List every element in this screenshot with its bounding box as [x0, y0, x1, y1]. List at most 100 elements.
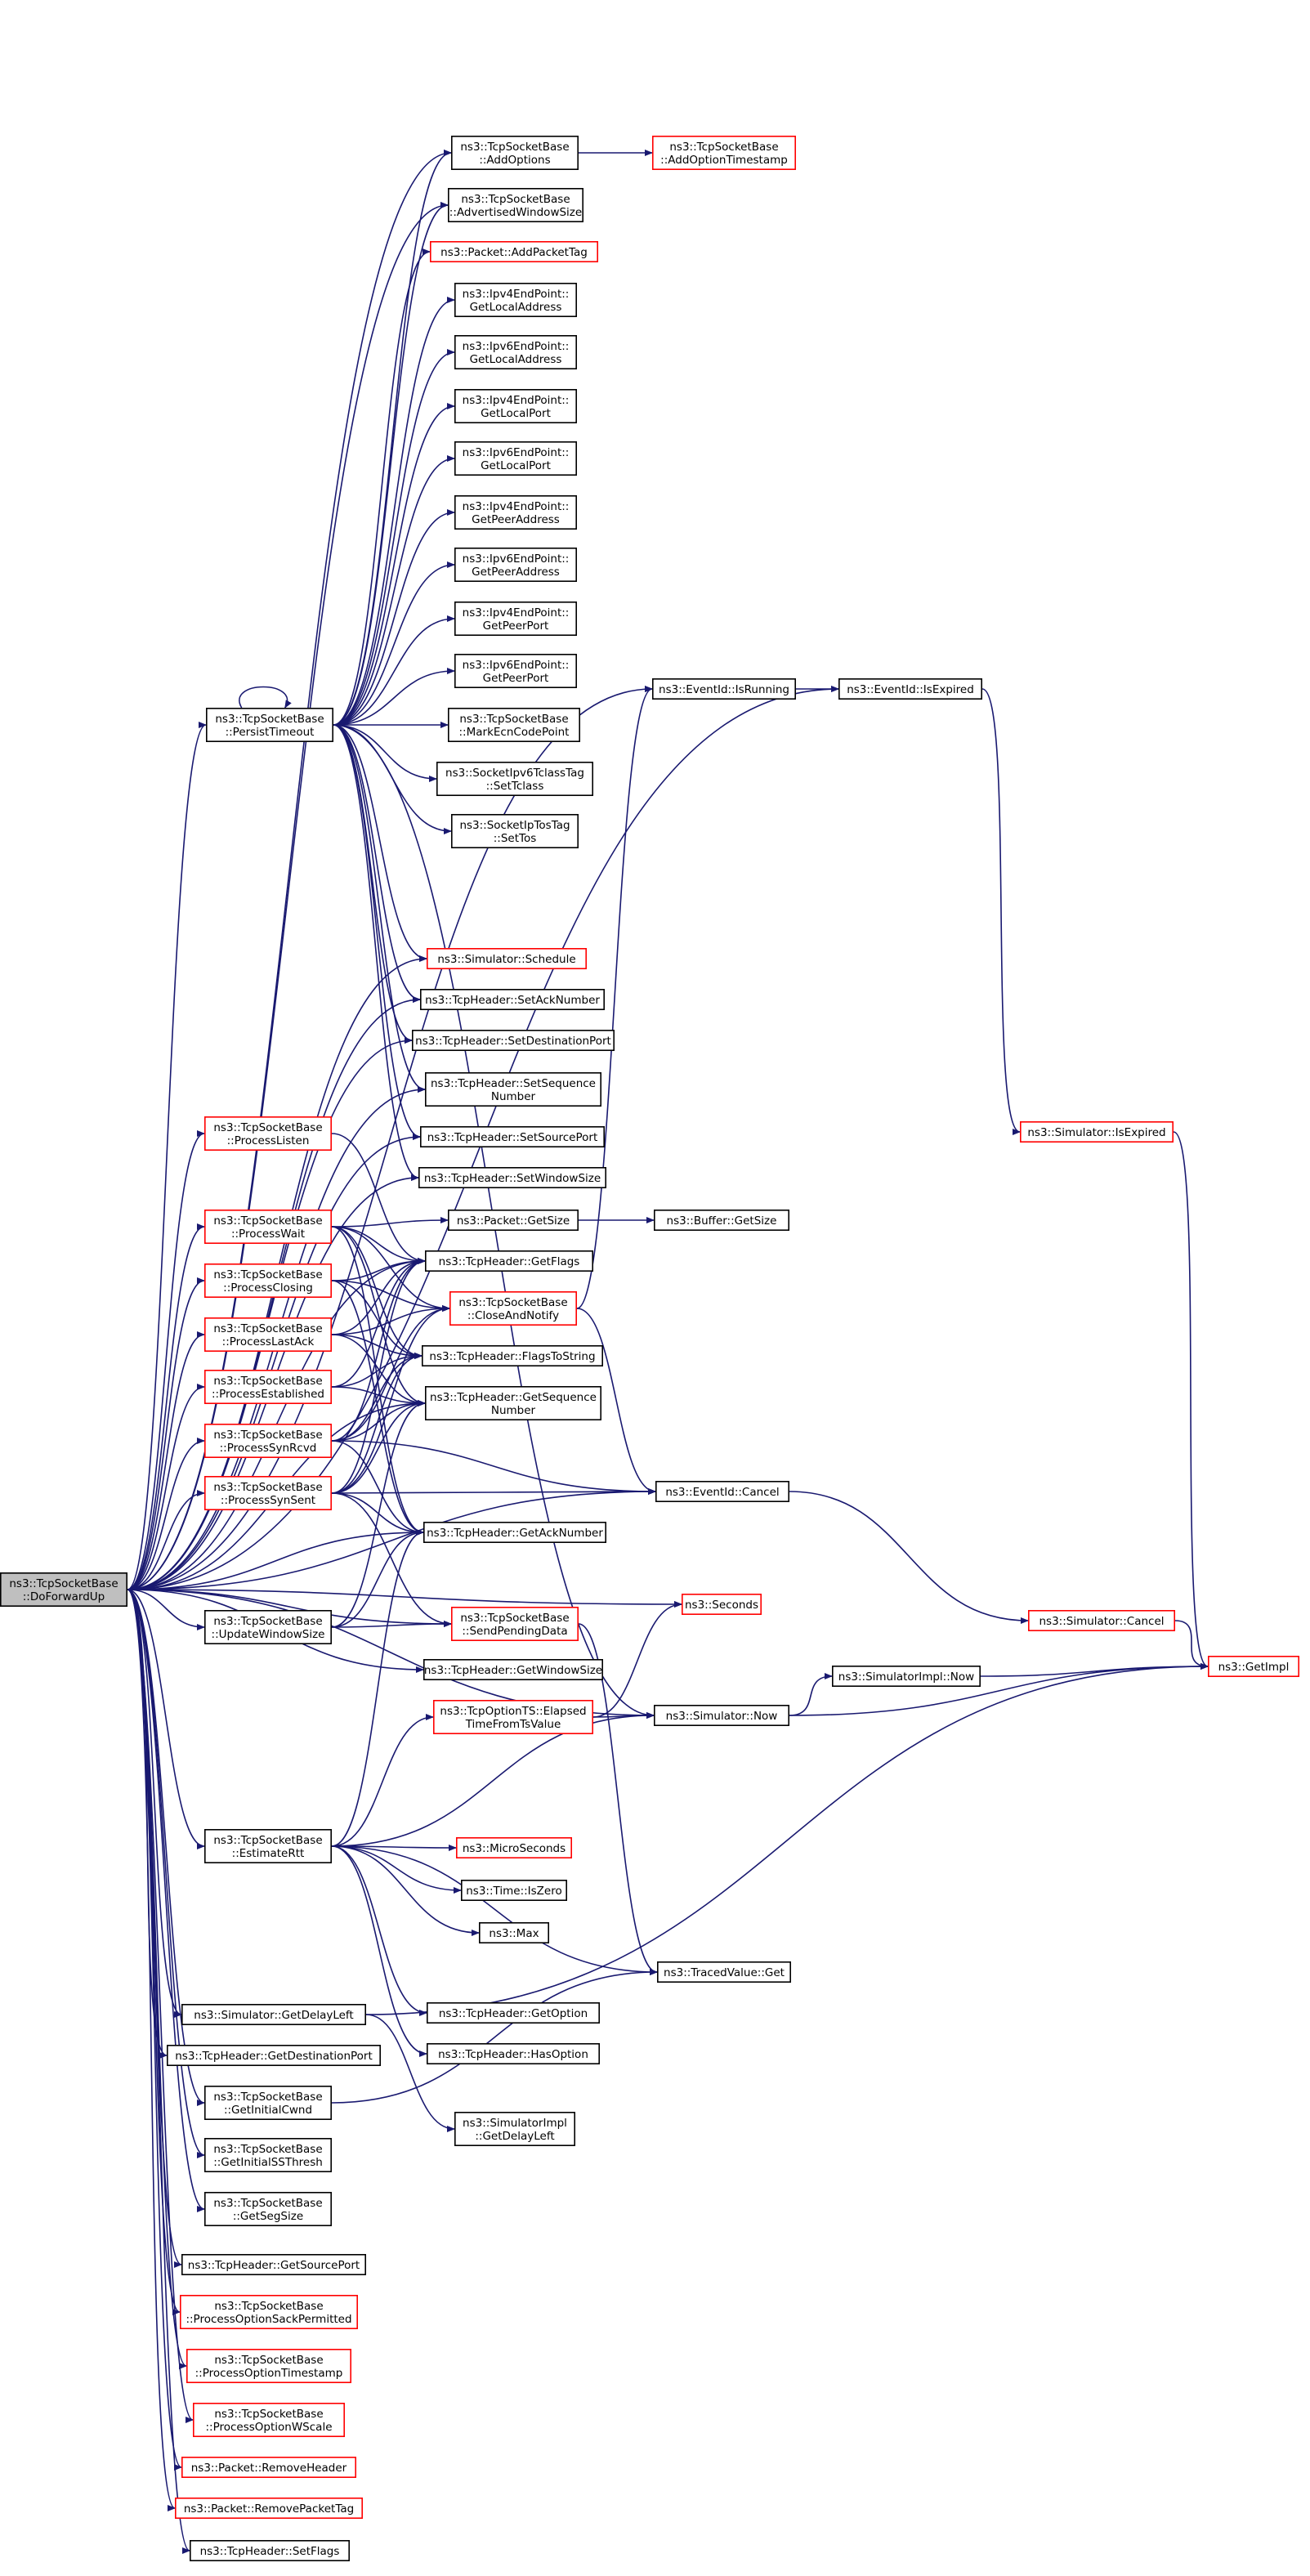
- node-sendPendingData[interactable]: ns3::TcpSocketBase::SendPendingData: [450, 1607, 579, 1642]
- node-processEstablished[interactable]: ns3::TcpSocketBase::ProcessEstablished: [204, 1370, 332, 1405]
- node-getSourcePort[interactable]: ns3::TcpHeader::GetSourcePort: [181, 2254, 366, 2276]
- edge-persistTimeout-to-setTclass: [333, 724, 437, 782]
- node-label-line: ns3::TcpSocketBase: [213, 1834, 322, 1847]
- node-label-line: ns3::TcpSocketBase: [213, 1429, 322, 1442]
- node-processClosing[interactable]: ns3::TcpSocketBase::ProcessClosing: [204, 1263, 332, 1299]
- node-updateWindowSize[interactable]: ns3::TcpSocketBase::UpdateWindowSize: [204, 1610, 332, 1645]
- node-addOptions[interactable]: ns3::TcpSocketBase::AddOptions: [450, 136, 579, 171]
- node-procTimestamp[interactable]: ns3::TcpSocketBase::ProcessOptionTimesta…: [186, 2349, 351, 2384]
- node-procWScale[interactable]: ns3::TcpSocketBase::ProcessOptionWScale: [193, 2403, 345, 2438]
- node-isRunning[interactable]: ns3::EventId::IsRunning: [651, 678, 796, 700]
- node-timeIsZero[interactable]: ns3::Time::IsZero: [460, 1880, 567, 1902]
- node-simIsExpired[interactable]: ns3::Simulator::IsExpired: [1020, 1121, 1174, 1143]
- node-eventCancel[interactable]: ns3::EventId::Cancel: [655, 1481, 789, 1503]
- node-tracedGet[interactable]: ns3::TracedValue::Get: [656, 1961, 791, 1983]
- node-box: [432, 1700, 593, 1735]
- node-max[interactable]: ns3::Max: [478, 1922, 549, 1944]
- node-seconds[interactable]: ns3::Seconds: [681, 1594, 762, 1616]
- node-persistTimeout[interactable]: ns3::TcpSocketBase::PersistTimeout: [206, 707, 333, 742]
- node-root[interactable]: ns3::TcpSocketBase::DoForwardUp: [0, 1572, 127, 1608]
- edge-root-to-estimateRtt: [127, 1589, 205, 1849]
- node-getInitialSSThresh[interactable]: ns3::TcpSocketBase::GetInitialSSThresh: [204, 2138, 332, 2173]
- node-schedule[interactable]: ns3::Simulator::Schedule: [426, 948, 587, 970]
- node-label-line: ns3::GetImpl: [1218, 1661, 1290, 1674]
- node-box: [418, 1167, 606, 1189]
- node-removeHeader[interactable]: ns3::Packet::RemoveHeader: [181, 2457, 356, 2479]
- node-estimateRtt[interactable]: ns3::TcpSocketBase::EstimateRtt: [204, 1829, 332, 1864]
- node-box: [180, 2295, 358, 2330]
- node-isExpiredEvt[interactable]: ns3::EventId::IsExpired: [838, 678, 983, 700]
- node-flagsToString[interactable]: ns3::TcpHeader::FlagsToString: [421, 1345, 603, 1367]
- node-ipv4PeerAddr[interactable]: ns3::Ipv4EndPoint::GetPeerAddress: [454, 494, 577, 530]
- node-setAckNumber[interactable]: ns3::TcpHeader::SetAckNumber: [419, 989, 605, 1011]
- node-label-line: GetLocalPort: [481, 407, 551, 420]
- node-hasOption[interactable]: ns3::TcpHeader::HasOption: [426, 2043, 600, 2065]
- edge-persistTimeout-to-persistTimeout: [239, 686, 292, 709]
- node-ipv6PeerAddr[interactable]: ns3::Ipv6EndPoint::GetPeerAddress: [454, 547, 577, 582]
- edge-persistTimeout-to-setWindowSize: [333, 724, 419, 1181]
- node-processWait[interactable]: ns3::TcpSocketBase::ProcessWait: [204, 1210, 332, 1245]
- node-setTos[interactable]: ns3::SocketIpTosTag::SetTos: [450, 813, 579, 848]
- node-removePacketTag[interactable]: ns3::Packet::RemovePacketTag: [175, 2498, 363, 2520]
- node-setDestPort[interactable]: ns3::TcpHeader::SetDestinationPort: [411, 1030, 615, 1052]
- node-simImplGetDelayLeft[interactable]: ns3::SimulatorImpl::GetDelayLeft: [454, 2112, 575, 2147]
- node-getDestPort[interactable]: ns3::TcpHeader::GetDestinationPort: [167, 2045, 381, 2067]
- node-packetGetSize[interactable]: ns3::Packet::GetSize: [447, 1210, 579, 1232]
- node-box: [421, 1345, 603, 1367]
- node-simImplNow[interactable]: ns3::SimulatorImpl::Now: [831, 1666, 981, 1688]
- node-label-line: TimeFromTsValue: [465, 1718, 561, 1731]
- node-getWindowSize[interactable]: ns3::TcpHeader::GetWindowSize: [423, 1659, 603, 1681]
- node-label-line: ::GetDelayLeft: [475, 2130, 554, 2143]
- node-setSourcePort[interactable]: ns3::TcpHeader::SetSourcePort: [419, 1126, 605, 1148]
- node-procSackPermitted[interactable]: ns3::TcpSocketBase::ProcessOptionSackPer…: [180, 2295, 358, 2330]
- edge-persistTimeout-to-ipv6LocalPort: [333, 455, 455, 726]
- node-addPacketTag[interactable]: ns3::Packet::AddPacketTag: [429, 240, 598, 262]
- node-advertisedWindowSize[interactable]: ns3::TcpSocketBase::AdvertisedWindowSize: [447, 188, 583, 223]
- node-processSynSent[interactable]: ns3::TcpSocketBase::ProcessSynSent: [204, 1476, 332, 1511]
- edge-processWait-to-getSeqNumber: [331, 1226, 426, 1407]
- node-label-line: ::MarkEcnCodePoint: [459, 726, 570, 739]
- node-getImpl[interactable]: ns3::GetImpl: [1208, 1656, 1300, 1678]
- node-getSegSize[interactable]: ns3::TcpSocketBase::GetSegSize: [204, 2192, 332, 2227]
- node-getAckNumber[interactable]: ns3::TcpHeader::GetAckNumber: [423, 1522, 606, 1544]
- node-getFlags[interactable]: ns3::TcpHeader::GetFlags: [424, 1250, 593, 1272]
- node-microSeconds[interactable]: ns3::MicroSeconds: [455, 1837, 572, 1859]
- node-label-line: ns3::TcpSocketBase: [213, 2143, 322, 2156]
- node-setFlags[interactable]: ns3::TcpHeader::SetFlags: [190, 2540, 350, 2562]
- edge-root-to-processEstablished: [127, 1384, 205, 1590]
- node-processListen[interactable]: ns3::TcpSocketBase::ProcessListen: [204, 1116, 332, 1152]
- node-processSynRcvd[interactable]: ns3::TcpSocketBase::ProcessSynRcvd: [204, 1424, 332, 1459]
- node-label-line: ::SendPendingData: [462, 1625, 567, 1638]
- node-getInitialCwnd[interactable]: ns3::TcpSocketBase::GetInitialCwnd: [204, 2086, 332, 2121]
- node-getOption[interactable]: ns3::TcpHeader::GetOption: [426, 2002, 600, 2024]
- node-processLastAck[interactable]: ns3::TcpSocketBase::ProcessLastAck: [204, 1317, 332, 1353]
- edge-elapsedTime-to-seconds: [592, 1601, 682, 1718]
- node-setTclass[interactable]: ns3::SocketIpv6TclassTag::SetTclass: [436, 761, 593, 796]
- node-ipv4PeerPort[interactable]: ns3::Ipv4EndPoint::GetPeerPort: [454, 601, 577, 636]
- node-addOptionTimestamp[interactable]: ns3::TcpSocketBase::AddOptionTimestamp: [651, 136, 796, 171]
- edge-persistTimeout-to-ipv4PeerPort: [333, 615, 455, 726]
- edge-root-to-getSegSize: [127, 1589, 205, 2212]
- node-label-line: ns3::Ipv6EndPoint::: [463, 340, 570, 353]
- node-box: [454, 388, 577, 423]
- node-ipv4LocalAddr[interactable]: ns3::Ipv4EndPoint::GetLocalAddress: [454, 282, 577, 317]
- node-closeAndNotify[interactable]: ns3::TcpSocketBase::CloseAndNotify: [449, 1291, 577, 1326]
- node-simNow[interactable]: ns3::Simulator::Now: [653, 1705, 789, 1727]
- node-box: [424, 1250, 593, 1272]
- node-ipv6LocalPort[interactable]: ns3::Ipv6EndPoint::GetLocalPort: [454, 441, 577, 476]
- node-bufferGetSize[interactable]: ns3::Buffer::GetSize: [653, 1210, 789, 1232]
- node-setWindowSize[interactable]: ns3::TcpHeader::SetWindowSize: [418, 1167, 606, 1189]
- node-simCancel[interactable]: ns3::Simulator::Cancel: [1028, 1610, 1176, 1632]
- node-label-line: ns3::Packet::RemovePacketTag: [184, 2502, 354, 2516]
- node-markEcn[interactable]: ns3::TcpSocketBase::MarkEcnCodePoint: [447, 707, 580, 742]
- edge-estimateRtt-to-timeIsZero: [331, 1845, 462, 1894]
- node-getDelayLeft[interactable]: ns3::Simulator::GetDelayLeft: [181, 2004, 366, 2026]
- node-label-line: ns3::TcpHeader::SetFlags: [200, 2545, 340, 2558]
- node-ipv6LocalAddr[interactable]: ns3::Ipv6EndPoint::GetLocalAddress: [454, 334, 577, 369]
- node-ipv6PeerPort[interactable]: ns3::Ipv6EndPoint::GetPeerPort: [454, 653, 577, 688]
- node-label-line: ns3::TcpSocketBase: [460, 141, 569, 154]
- node-ipv4LocalPort[interactable]: ns3::Ipv4EndPoint::GetLocalPort: [454, 388, 577, 423]
